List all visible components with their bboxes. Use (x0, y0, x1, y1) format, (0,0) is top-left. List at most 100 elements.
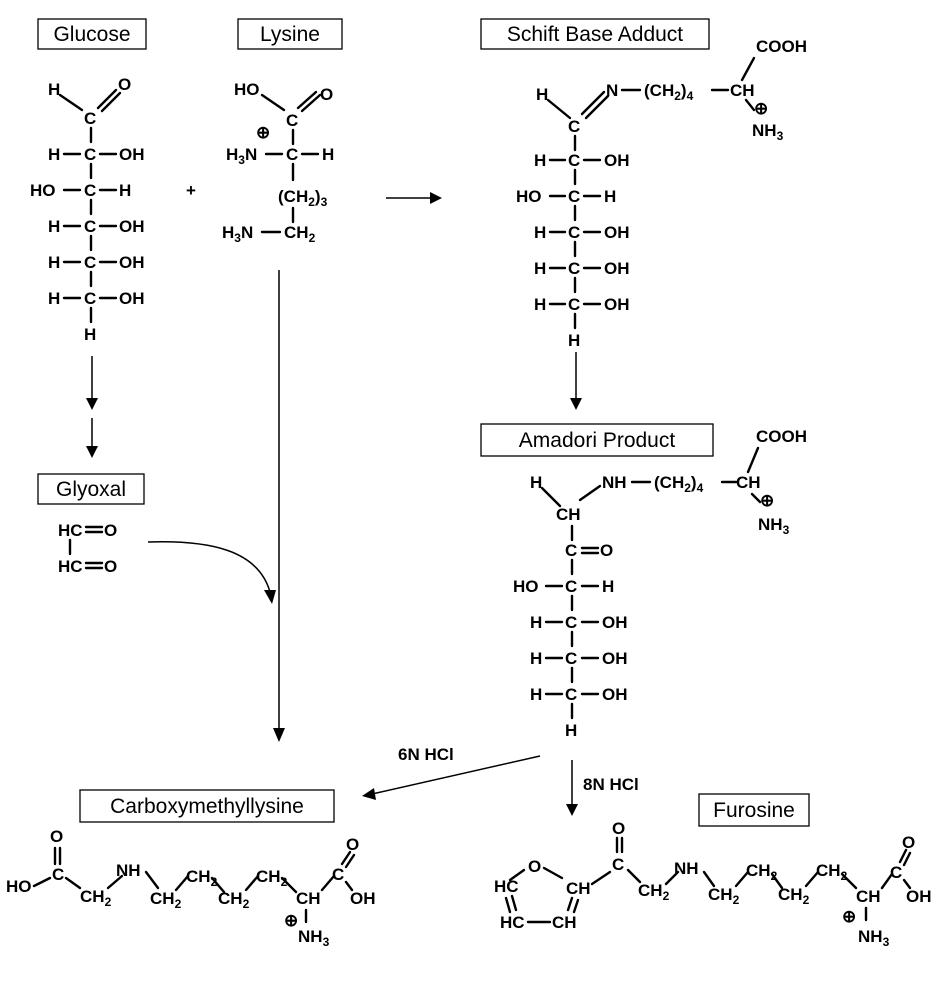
condition-6n-hcl: 6N HCl (398, 745, 454, 764)
schiff-base-label-box: Schift Base Adduct (480, 18, 710, 50)
svg-text:H: H (534, 259, 546, 278)
svg-text:⊕: ⊕ (284, 911, 298, 930)
svg-text:HC: HC (500, 913, 525, 932)
svg-text:OH: OH (602, 613, 628, 632)
svg-text:C: C (332, 865, 344, 884)
svg-text:C: C (84, 253, 96, 272)
svg-text:C: C (565, 577, 577, 596)
svg-text:OH: OH (350, 889, 376, 908)
svg-text:⊕: ⊕ (842, 907, 856, 926)
svg-text:NH: NH (116, 861, 141, 880)
svg-text:HC: HC (58, 557, 83, 576)
svg-text:C: C (568, 117, 580, 136)
furosine-structure: O HC CH HC CH C O CH2 NH CH2 CH2 CH2 CH2… (494, 819, 932, 949)
lysine-structure: HO O C ⊕ H3N C H (CH2)3 H3N CH2 (222, 80, 334, 245)
svg-text:O: O (118, 75, 131, 94)
svg-text:C: C (565, 649, 577, 668)
svg-text:OH: OH (604, 223, 630, 242)
svg-text:NH: NH (602, 473, 627, 492)
svg-text:H: H (534, 151, 546, 170)
svg-text:H: H (530, 613, 542, 632)
svg-text:C: C (286, 111, 298, 130)
schiff-base-structure: H N (CH2)4 CH COOH ⊕ NH3 C H C OH HO C H… (516, 37, 807, 350)
svg-text:O: O (104, 521, 117, 540)
svg-text:CH2: CH2 (638, 881, 670, 903)
svg-text:OH: OH (906, 887, 932, 906)
amadori-label: Amadori Product (519, 429, 676, 452)
svg-text:O: O (902, 833, 915, 852)
lysine-label-box: Lysine (237, 18, 343, 50)
svg-text:⊕: ⊕ (256, 123, 270, 142)
svg-text:H3N: H3N (226, 145, 257, 167)
svg-text:H: H (604, 187, 616, 206)
svg-text:HO: HO (6, 877, 32, 896)
svg-text:CH: CH (556, 505, 581, 524)
cml-structure: O C HO CH2 NH CH2 CH2 CH2 CH2 CH C O OH … (6, 827, 376, 949)
glyoxal-label-box: Glyoxal (37, 473, 145, 505)
svg-text:H: H (534, 223, 546, 242)
svg-text:OH: OH (119, 145, 145, 164)
svg-text:OH: OH (604, 295, 630, 314)
svg-text:O: O (612, 819, 625, 838)
svg-text:H: H (565, 721, 577, 740)
svg-text:H: H (322, 145, 334, 164)
svg-text:H: H (84, 325, 96, 344)
svg-text:C: C (890, 863, 902, 882)
svg-text:N: N (606, 81, 618, 100)
svg-text:H: H (534, 295, 546, 314)
glucose-structure: H O C H C OH HO C H H C OH H C OH H C OH… (30, 75, 145, 344)
svg-text:H: H (568, 331, 580, 350)
svg-text:(CH2)4: (CH2)4 (644, 81, 694, 103)
svg-text:OH: OH (119, 217, 145, 236)
svg-text:C: C (568, 187, 580, 206)
svg-text:C: C (565, 685, 577, 704)
svg-text:C: C (568, 151, 580, 170)
svg-text:C: C (84, 217, 96, 236)
svg-text:CH: CH (552, 913, 577, 932)
svg-text:H: H (530, 649, 542, 668)
glyoxal-label: Glyoxal (56, 478, 126, 501)
svg-text:H: H (48, 80, 60, 99)
svg-text:O: O (320, 85, 333, 104)
svg-text:CH2: CH2 (708, 885, 740, 907)
svg-text:NH3: NH3 (858, 927, 890, 949)
furosine-label: Furosine (713, 799, 795, 822)
svg-text:C: C (52, 865, 64, 884)
condition-8n-hcl: 8N HCl (583, 775, 639, 794)
svg-text:H: H (530, 685, 542, 704)
svg-text:H: H (48, 145, 60, 164)
svg-text:H: H (48, 253, 60, 272)
svg-text:C: C (286, 145, 298, 164)
svg-text:CH2: CH2 (80, 887, 112, 909)
svg-text:COOH: COOH (756, 37, 807, 56)
svg-text:NH3: NH3 (752, 121, 784, 143)
svg-text:O: O (346, 835, 359, 854)
svg-text:H: H (48, 217, 60, 236)
svg-text:H: H (48, 289, 60, 308)
svg-text:CH: CH (296, 889, 321, 908)
svg-text:C: C (84, 109, 96, 128)
furosine-label-box: Furosine (698, 793, 810, 827)
svg-text:OH: OH (604, 151, 630, 170)
svg-text:C: C (84, 181, 96, 200)
svg-text:⊕: ⊕ (754, 99, 768, 118)
svg-text:⊕: ⊕ (760, 491, 774, 510)
svg-text:CH: CH (856, 887, 881, 906)
schiff-base-label: Schift Base Adduct (507, 23, 683, 46)
svg-text:NH3: NH3 (298, 927, 330, 949)
svg-text:OH: OH (119, 289, 145, 308)
svg-text:(CH2)3: (CH2)3 (278, 187, 328, 209)
svg-text:O: O (50, 827, 63, 846)
glucose-label-box: Glucose (37, 18, 147, 50)
plus-sign: + (186, 181, 196, 200)
svg-text:O: O (104, 557, 117, 576)
svg-text:CH2: CH2 (816, 861, 848, 883)
svg-text:OH: OH (604, 259, 630, 278)
svg-text:C: C (568, 259, 580, 278)
lysine-label: Lysine (260, 23, 320, 46)
svg-text:HO: HO (513, 577, 539, 596)
svg-text:HC: HC (494, 877, 519, 896)
amadori-label-box: Amadori Product (480, 423, 714, 457)
